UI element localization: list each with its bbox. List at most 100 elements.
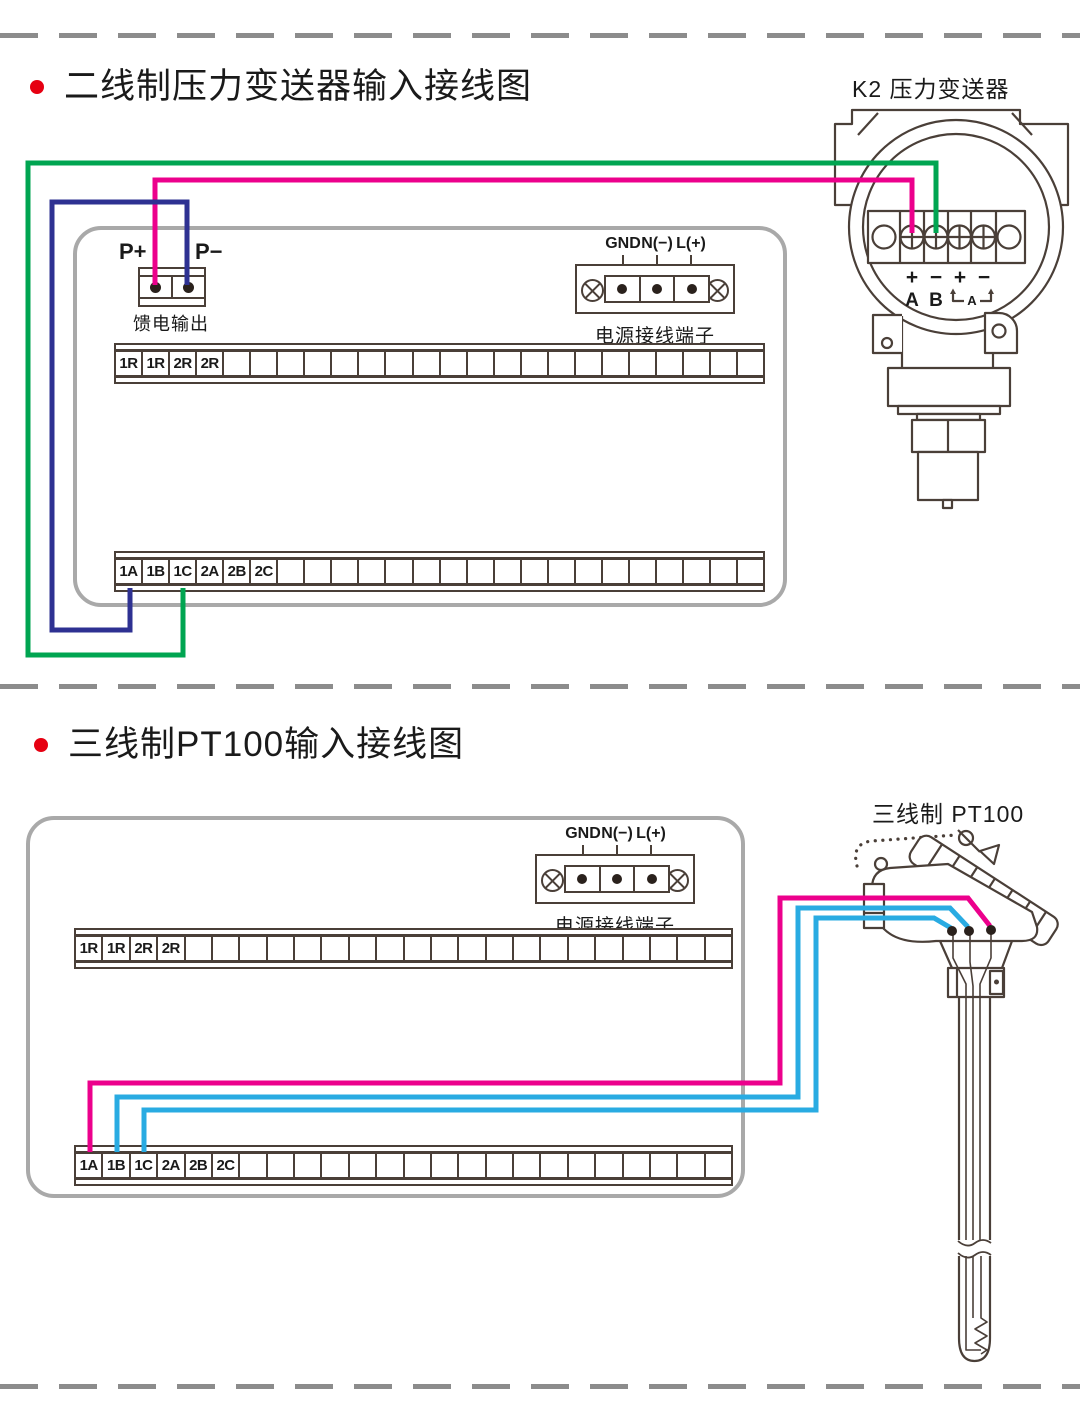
gnd-label: GND (565, 825, 601, 842)
terminal-dot (617, 284, 628, 294)
probe-collar (946, 966, 1006, 999)
terminal-cell-empty (648, 1154, 676, 1177)
terminal-minus-label: − (978, 266, 990, 289)
housing-hatch-right (1011, 112, 1033, 136)
power-terminal-n (598, 867, 634, 891)
internal-lead-wires (952, 934, 992, 1240)
dashed-separator-bottom (0, 1384, 1080, 1389)
hinge-dotted-line (854, 833, 958, 868)
terminal-cell-empty (736, 352, 763, 375)
terminal-cell-empty (457, 937, 484, 960)
terminal-cell-empty (375, 1154, 402, 1177)
terminal-cell-empty (627, 560, 655, 583)
terminal-cell-empty (512, 937, 539, 960)
terminal-cell-2a: 2A (195, 560, 222, 583)
serrated-cap (908, 834, 1059, 947)
strip-rail (74, 1178, 733, 1186)
terminal-a-label: A (905, 290, 919, 311)
transmitter-housing (833, 108, 1070, 207)
terminal-cell-2r: 2R (195, 352, 222, 375)
terminal-cell-empty (519, 352, 547, 375)
terminal-cell-2a: 2A (156, 1154, 183, 1177)
terminal-cell-empty (465, 352, 493, 375)
feed-block-top-rail (140, 269, 204, 277)
section2-title: 三线制PT100输入接线图 (68, 725, 465, 764)
power-terminal-gnd (606, 277, 639, 301)
collar-screw-box (988, 969, 1005, 996)
terminal-cell-empty (654, 560, 682, 583)
screw-icon (541, 869, 564, 892)
terminal-dot (612, 874, 622, 884)
transmitter-body (871, 311, 1019, 510)
terminal-dot (150, 281, 161, 293)
bracket-a-label: A (967, 293, 977, 308)
pressure-transmitter: + − + − A B A (833, 108, 1070, 510)
terminal-cell-empty (465, 560, 493, 583)
terminal-cell-empty (539, 937, 566, 960)
probe-tip (957, 1256, 992, 1363)
feed-neg-label: P− (195, 239, 223, 264)
terminal-dot (686, 284, 697, 294)
terminal-cell-2r: 2R (128, 937, 156, 960)
section2-bullet (34, 738, 48, 752)
terminal-cell-empty (276, 352, 303, 375)
l-plus-label: L(+) (636, 825, 666, 842)
transmitter-terminal-row (866, 209, 1027, 265)
terminal-cell-empty (681, 560, 709, 583)
terminal-cell-empty (621, 937, 649, 960)
terminal-cell-1c: 1C (128, 1154, 156, 1177)
wing-nut-icon (978, 843, 1001, 866)
transmitter-face-outer (847, 118, 1065, 336)
terminal-cell-empty (357, 352, 384, 375)
terminal-cell-1a: 1A (119, 563, 138, 580)
terminal-cell-empty (648, 937, 676, 960)
terminal-cell-empty (573, 352, 601, 375)
housing-hatch-left (857, 112, 879, 136)
terminal-cell-empty (402, 937, 430, 960)
terminal-cell-empty (330, 560, 357, 583)
terminal-cell-empty (429, 937, 457, 960)
section1-bullet (30, 80, 44, 94)
rtd-element (974, 1256, 988, 1355)
terminal-cell-empty (703, 1154, 731, 1177)
terminal-cell-2b: 2B (222, 560, 249, 583)
terminal-cell-2r: 2R (156, 937, 183, 960)
terminal-cell-empty (238, 1154, 265, 1177)
dashed-separator-top (0, 33, 1080, 38)
n-minus-label: N(−) (641, 235, 673, 252)
strip-rail (114, 584, 765, 592)
terminal-cell-empty (709, 352, 736, 375)
terminal-dot (652, 284, 662, 294)
terminal-cell-empty (411, 560, 439, 583)
terminal-cell-empty (703, 937, 731, 960)
terminal-cell-empty (566, 1154, 594, 1177)
terminal-cell-empty (429, 1154, 457, 1177)
terminal-cell-empty (402, 1154, 430, 1177)
terminal-cell-empty (484, 937, 512, 960)
terminal-cell-1c: 1C (168, 560, 195, 583)
power-terminal-block-1: GND N(−) L(+) 电源接线端子 (575, 235, 735, 347)
terminal-cell-empty (492, 352, 520, 375)
terminal-cell-empty (330, 352, 357, 375)
terminal-cell-empty (320, 1154, 347, 1177)
terminal-cell-empty (492, 560, 520, 583)
terminal-cell-2c: 2C (210, 1154, 238, 1177)
terminal-cell-empty (594, 1154, 621, 1177)
terminal-cell-empty (709, 560, 736, 583)
terminal-cell-empty (438, 560, 466, 583)
terminal-cell-empty (249, 352, 276, 375)
l-plus-label: L(+) (676, 235, 706, 252)
terminal-cell-empty (573, 560, 601, 583)
loop-bracket: A (950, 288, 994, 308)
dashed-separator-middle (0, 684, 1080, 689)
terminal-cell-empty (681, 352, 709, 375)
terminal-cell-empty (654, 352, 682, 375)
strip-rail (74, 961, 733, 969)
feed-output-block (138, 267, 206, 307)
transmitter-screws (899, 224, 997, 250)
terminal-cell-empty (303, 352, 330, 375)
